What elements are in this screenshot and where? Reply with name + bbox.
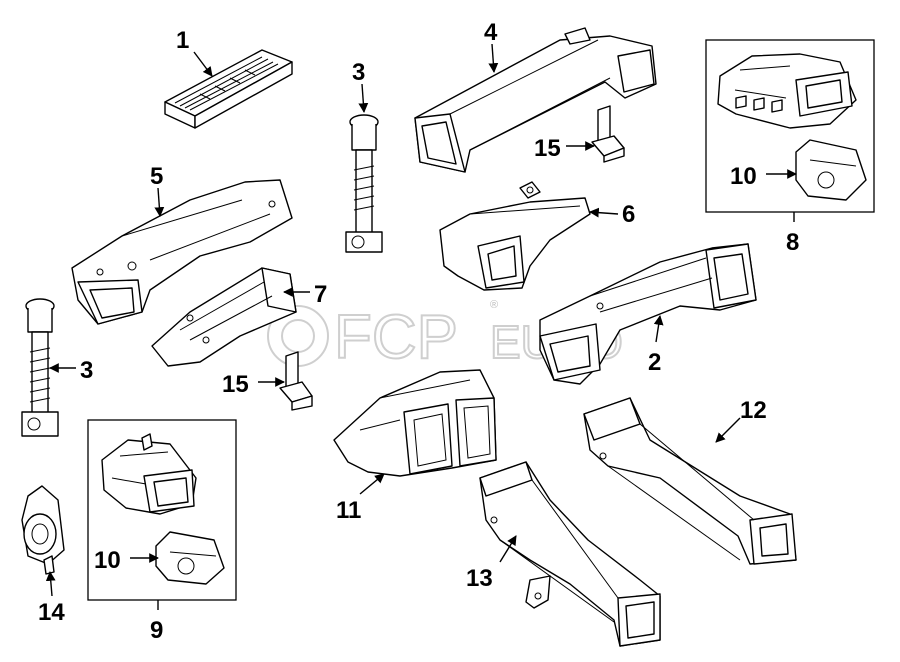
leader-lines (45, 43, 797, 610)
callout-15-mid: 15 (222, 371, 249, 398)
inset-box-8 (705, 39, 875, 213)
part-11-duct (333, 369, 497, 477)
callout-8: 8 (786, 229, 799, 256)
callout-4: 4 (484, 19, 498, 46)
part-12-duct (583, 397, 797, 565)
callout-2: 2 (648, 349, 661, 376)
callout-13: 13 (466, 565, 493, 592)
part-2-duct (539, 243, 757, 385)
part-5-duct (71, 179, 293, 325)
inset-box-9 (87, 419, 237, 601)
part-6-duct (439, 181, 591, 291)
callout-5: 5 (150, 163, 163, 190)
part-14-grommet (21, 485, 65, 575)
watermark-brand: FCP (334, 303, 458, 372)
callout-7: 7 (314, 281, 327, 308)
part-1-filter (164, 49, 293, 129)
callout-10-inset8: 10 (730, 163, 757, 190)
callout-numbers: 1 3 4 15 5 6 7 15 3 2 10 8 10 9 11 12 13… (38, 19, 799, 644)
callout-6: 6 (622, 201, 635, 228)
callout-15-top: 15 (534, 135, 561, 162)
part-13-duct (479, 461, 661, 647)
callout-3-top: 3 (352, 59, 365, 86)
callout-12: 12 (740, 397, 767, 424)
part-4-duct (414, 27, 657, 173)
callout-9: 9 (150, 617, 163, 644)
callout-10-inset9: 10 (94, 547, 121, 574)
callout-3-left: 3 (80, 357, 93, 384)
part-9-inset (87, 419, 237, 601)
part-3-connector-top (345, 114, 383, 253)
part-3-connector-left (21, 298, 59, 437)
part-15-clip-mid (279, 351, 313, 411)
callout-1: 1 (176, 27, 189, 54)
part-8-inset (705, 39, 875, 213)
callout-11: 11 (336, 497, 361, 524)
part-15-clip-top (591, 105, 625, 163)
part-7-vent (151, 267, 297, 367)
watermark-registered: ® (490, 299, 498, 311)
callout-14: 14 (38, 599, 65, 626)
